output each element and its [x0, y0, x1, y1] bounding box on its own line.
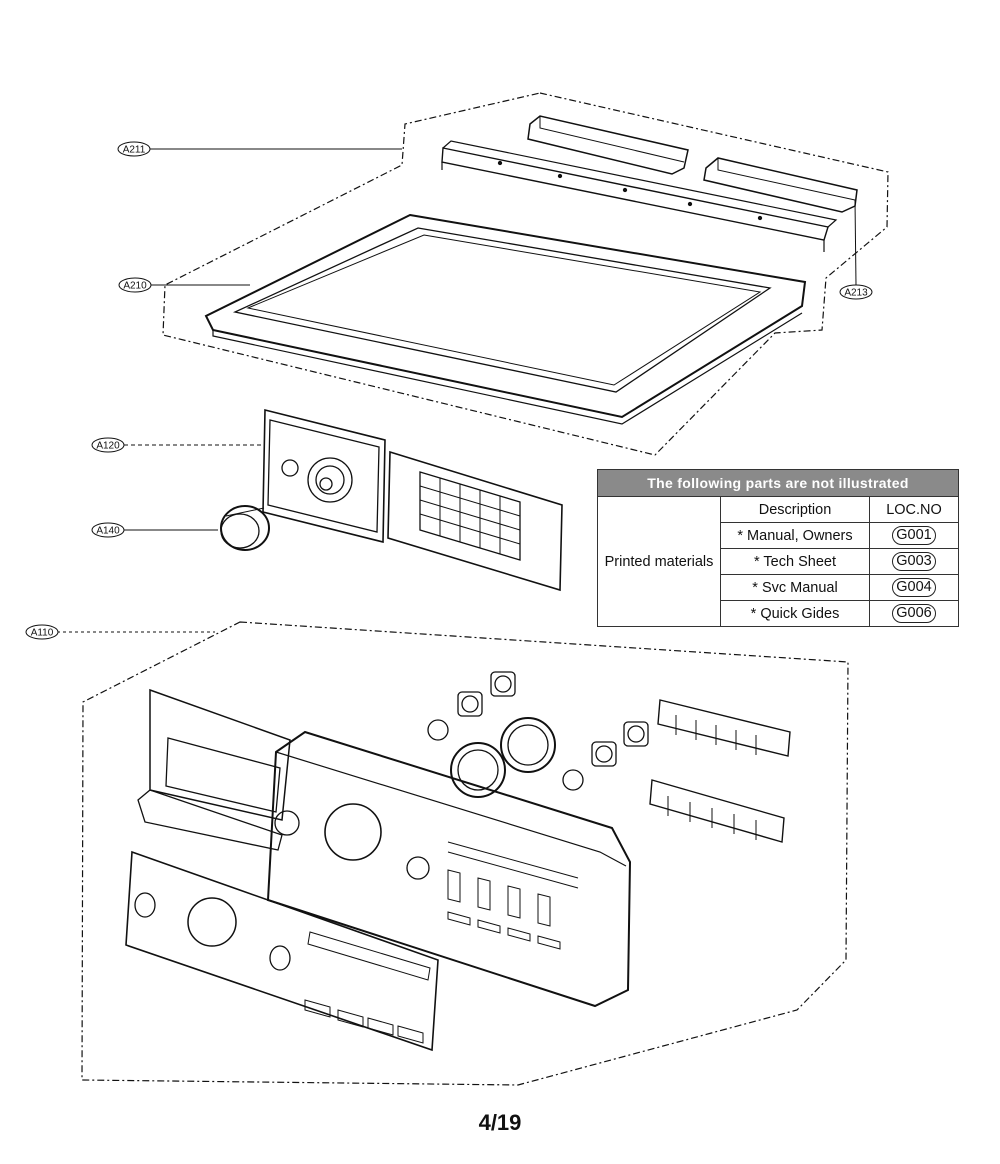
- part-description: * Quick Gides: [720, 600, 870, 627]
- callout-a120: A120: [91, 437, 125, 453]
- printed-materials-label: Printed materials: [597, 496, 721, 627]
- table-row: * Tech Sheet G003: [598, 548, 959, 575]
- hinge-cover-left: [527, 115, 689, 175]
- callout-a110-label: A110: [31, 628, 54, 639]
- hinge-cover-right: [703, 157, 858, 213]
- part-description: * Manual, Owners: [720, 522, 870, 549]
- callout-a211: A211: [117, 141, 151, 157]
- callout-a210-label: A210: [123, 281, 147, 292]
- callout-a140: A140: [91, 522, 125, 538]
- loc-number: G006: [892, 604, 936, 623]
- callout-a140-label: A140: [96, 526, 120, 537]
- control-pcb-assembly: [220, 408, 563, 592]
- knob-a140: [220, 505, 270, 551]
- callout-a211-label: A211: [123, 145, 146, 156]
- top-cover-boundary: [162, 92, 889, 456]
- callouts: [57, 148, 857, 633]
- callout-a213: A213: [839, 284, 873, 300]
- callout-a210: A210: [118, 277, 152, 293]
- loc-number: G004: [892, 578, 936, 597]
- main-control-panel: [266, 730, 632, 1008]
- part-description: * Svc Manual: [720, 574, 870, 601]
- callout-a213-label: A213: [844, 288, 868, 299]
- page-number: 4/19: [478, 1110, 522, 1135]
- loc-number: G003: [892, 552, 936, 571]
- top-cover-group: [162, 92, 889, 456]
- not-illustrated-parts-table: The following parts are not illustrated …: [597, 469, 959, 627]
- control-panel-boundary: [81, 621, 849, 1086]
- description-header: Description: [720, 496, 870, 523]
- callout-a110: A110: [25, 624, 59, 640]
- top-cover-panel: [204, 213, 807, 419]
- part-description: * Tech Sheet: [720, 548, 870, 575]
- table-header-row: Printed materials Description LOC.NO: [597, 496, 959, 627]
- table-row: * Quick Gides G006: [598, 600, 959, 627]
- table-title: The following parts are not illustrated: [597, 469, 959, 497]
- loc-number: G001: [892, 526, 936, 545]
- table-row: * Svc Manual G004: [598, 574, 959, 601]
- loc-no-header: LOC.NO: [869, 496, 959, 523]
- callout-a120-label: A120: [96, 441, 120, 452]
- control-panel-group: [81, 621, 849, 1086]
- front-decal: [125, 850, 439, 1052]
